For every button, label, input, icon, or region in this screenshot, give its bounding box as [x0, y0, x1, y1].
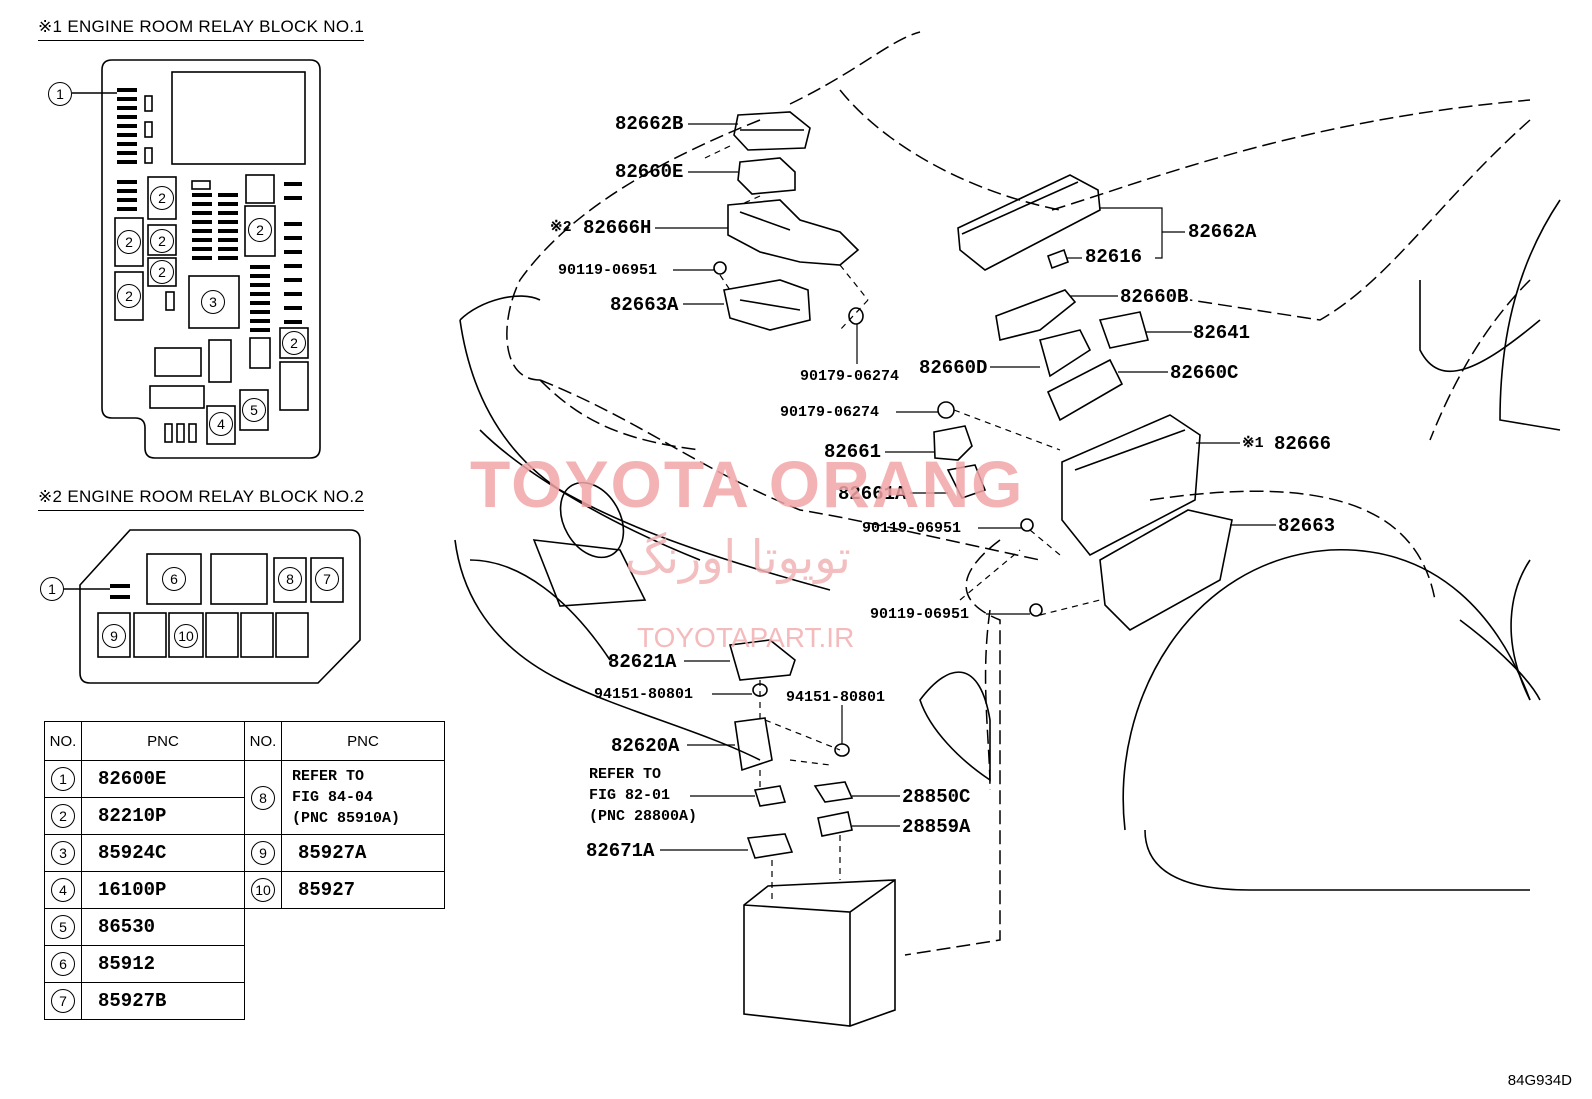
- callout-circle: 4: [209, 412, 233, 436]
- callout-circle: 2: [248, 218, 272, 242]
- relay-box-82666: [1061, 414, 1201, 557]
- row-number: 2: [51, 804, 75, 828]
- relay-block-1-outline: [101, 59, 321, 459]
- part-label: 90179-06274: [800, 368, 900, 385]
- callout-circle: 2: [117, 284, 141, 308]
- table-header-no: NO.: [44, 721, 82, 761]
- refer-note: REFER TO FIG 82-01 (PNC 28800A): [589, 764, 697, 827]
- relay-block-1-heading: ※1 ENGINE ROOM RELAY BLOCK NO.1: [38, 17, 365, 41]
- callout-circle: 3: [201, 290, 225, 314]
- part-label: 94151-80801: [594, 686, 694, 703]
- cover-82662B: [733, 111, 811, 151]
- row-pnc: 85927: [281, 871, 445, 909]
- refer-note-line: (PNC 28800A): [589, 808, 698, 825]
- table-row: 4 16100P 10 85927: [44, 871, 445, 909]
- part-label: 82621A: [608, 651, 677, 673]
- row-number: 9: [251, 841, 275, 865]
- relay-block-2-mark: ※2: [550, 219, 572, 236]
- watermark-persian: تویوتا اورنگ: [625, 530, 851, 584]
- part-label: 82671A: [586, 840, 655, 862]
- table-row: 3 85924C 9 85927A: [44, 834, 445, 872]
- part-label: 82666H: [583, 217, 652, 239]
- table-row: 2 82210P: [44, 797, 445, 835]
- row-number: 3: [51, 841, 75, 865]
- callout-circle: 6: [162, 567, 186, 591]
- table-row: 6 85912: [44, 945, 445, 983]
- relay-block-2-outline: [79, 529, 361, 684]
- watermark-site: TOYOTAPART.IR: [637, 622, 855, 653]
- callout-circle: 2: [117, 230, 141, 254]
- callout-circle: 2: [150, 229, 174, 253]
- callout-circle: 1: [40, 577, 64, 601]
- table-row: 5 86530: [44, 908, 445, 946]
- refer-note-line: REFER TO: [589, 766, 662, 783]
- row-pnc: 82600E: [81, 760, 245, 798]
- row-number: 8: [251, 785, 275, 810]
- part-label: 82660D: [919, 357, 988, 379]
- bracket-82620A: [734, 717, 773, 772]
- part-label: 28859A: [902, 816, 971, 838]
- part-label: 82620A: [611, 735, 680, 757]
- figure-code: 84G934D: [1507, 1072, 1572, 1089]
- part-label: 90119-06951: [558, 262, 658, 279]
- relay-block-1-fuses: [117, 88, 302, 332]
- part-label: 82662A: [1188, 221, 1257, 243]
- row-number: 10: [251, 878, 275, 902]
- row-number: 6: [51, 952, 75, 976]
- row-pnc: 16100P: [81, 871, 245, 909]
- table-row: 7 85927B: [44, 982, 445, 1020]
- table-header-no: NO.: [244, 721, 282, 761]
- row-number: 4: [51, 878, 75, 902]
- row-pnc: 86530: [81, 908, 245, 946]
- pnc-table: NO. PNC NO. PNC 1 82600E 8 REFER TO FIG …: [44, 721, 445, 1020]
- battery: [743, 879, 896, 1027]
- row-number: 5: [51, 915, 75, 939]
- cover-82662A: [957, 174, 1101, 271]
- refer-note-line: FIG 82-01: [589, 787, 671, 804]
- tray-82663: [1099, 509, 1233, 631]
- part-label: 82661: [824, 441, 882, 463]
- row-pnc: REFER TO FIG 84-04 (PNC 85910A): [281, 760, 445, 835]
- part-label: 82641: [1193, 322, 1251, 344]
- row-pnc: 85924C: [81, 834, 245, 872]
- row-pnc: 85927B: [81, 982, 245, 1020]
- part-label: 82660C: [1170, 362, 1239, 384]
- watermark-brand: TOYOTA ORANG: [470, 447, 1025, 521]
- row-number: 1: [51, 767, 75, 791]
- callout-circle: 2: [150, 260, 174, 284]
- row-number: 7: [51, 989, 75, 1013]
- relay-block-2-heading: ※2 ENGINE ROOM RELAY BLOCK NO.2: [38, 487, 365, 511]
- row-pnc: 85912: [81, 945, 245, 983]
- part-label: 90119-06951: [862, 520, 962, 537]
- callout-circle: 10: [174, 624, 198, 648]
- callout-circle: 2: [150, 186, 174, 210]
- table-row: 1 82600E 8 REFER TO FIG 84-04 (PNC 85910…: [44, 760, 445, 835]
- callout-circle: 1: [48, 82, 72, 106]
- table-header-pnc: PNC: [81, 721, 245, 761]
- part-label: 94151-80801: [786, 689, 886, 706]
- row-pnc: 85927A: [281, 834, 445, 872]
- part-label: 82663A: [610, 294, 679, 316]
- part-label: 82662B: [615, 113, 684, 135]
- part-label: 82616: [1085, 246, 1143, 268]
- part-label: 82663: [1278, 515, 1336, 537]
- part-label: 90179-06274: [780, 404, 880, 421]
- callout-circle: 8: [278, 567, 302, 591]
- callout-circle: 5: [242, 398, 266, 422]
- part-label: 82660E: [615, 161, 684, 183]
- relay-block-1-mark: ※1: [1242, 435, 1264, 452]
- callout-circle: 7: [315, 567, 339, 591]
- table-header-pnc: PNC: [281, 721, 445, 761]
- part-label: 82660B: [1120, 286, 1189, 308]
- callout-circle: 2: [282, 331, 306, 355]
- part-label: 82666: [1274, 433, 1332, 455]
- part-label: 28850C: [902, 786, 971, 808]
- row-pnc: 82210P: [81, 797, 245, 835]
- part-label: 82661A: [838, 483, 907, 505]
- part-label: 90119-06951: [870, 606, 970, 623]
- callout-circle: 9: [102, 624, 126, 648]
- hood-edge: [789, 31, 921, 105]
